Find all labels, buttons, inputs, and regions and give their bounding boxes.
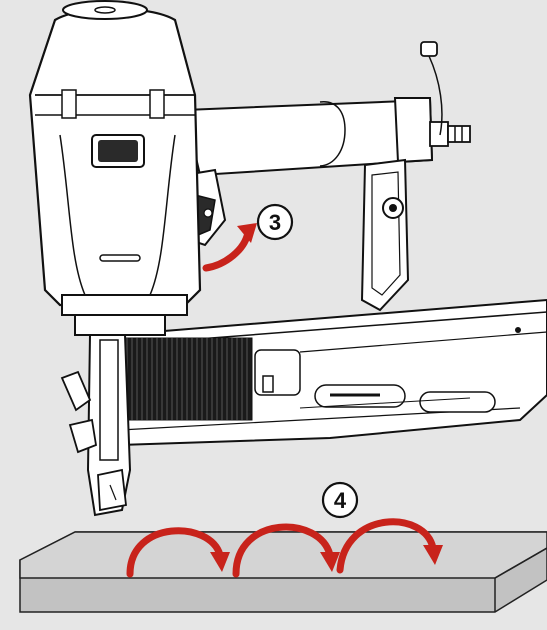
bump-arrows bbox=[126, 518, 437, 578]
tool-body bbox=[28, 0, 202, 336]
support-arm bbox=[360, 158, 410, 312]
bump-arrowhead-2 bbox=[320, 552, 340, 572]
bump-arrow-1 bbox=[126, 527, 224, 578]
nose-assembly bbox=[60, 334, 132, 517]
wood-board bbox=[19, 531, 547, 613]
air-fitting-cap bbox=[420, 41, 443, 136]
step-3-callout: 3 bbox=[256, 203, 294, 241]
bump-arrow-3 bbox=[336, 518, 437, 574]
bump-arrow-2 bbox=[232, 523, 334, 578]
step-3-label: 3 bbox=[269, 210, 281, 235]
bump-arrowhead-3 bbox=[423, 545, 443, 565]
nail-strip bbox=[121, 337, 253, 421]
trigger-pull-arrowhead bbox=[237, 223, 257, 243]
handle bbox=[183, 97, 471, 177]
step-4-callout: 4 bbox=[321, 481, 359, 519]
bump-arrowhead-1 bbox=[210, 552, 230, 572]
step-4-label: 4 bbox=[334, 488, 347, 513]
